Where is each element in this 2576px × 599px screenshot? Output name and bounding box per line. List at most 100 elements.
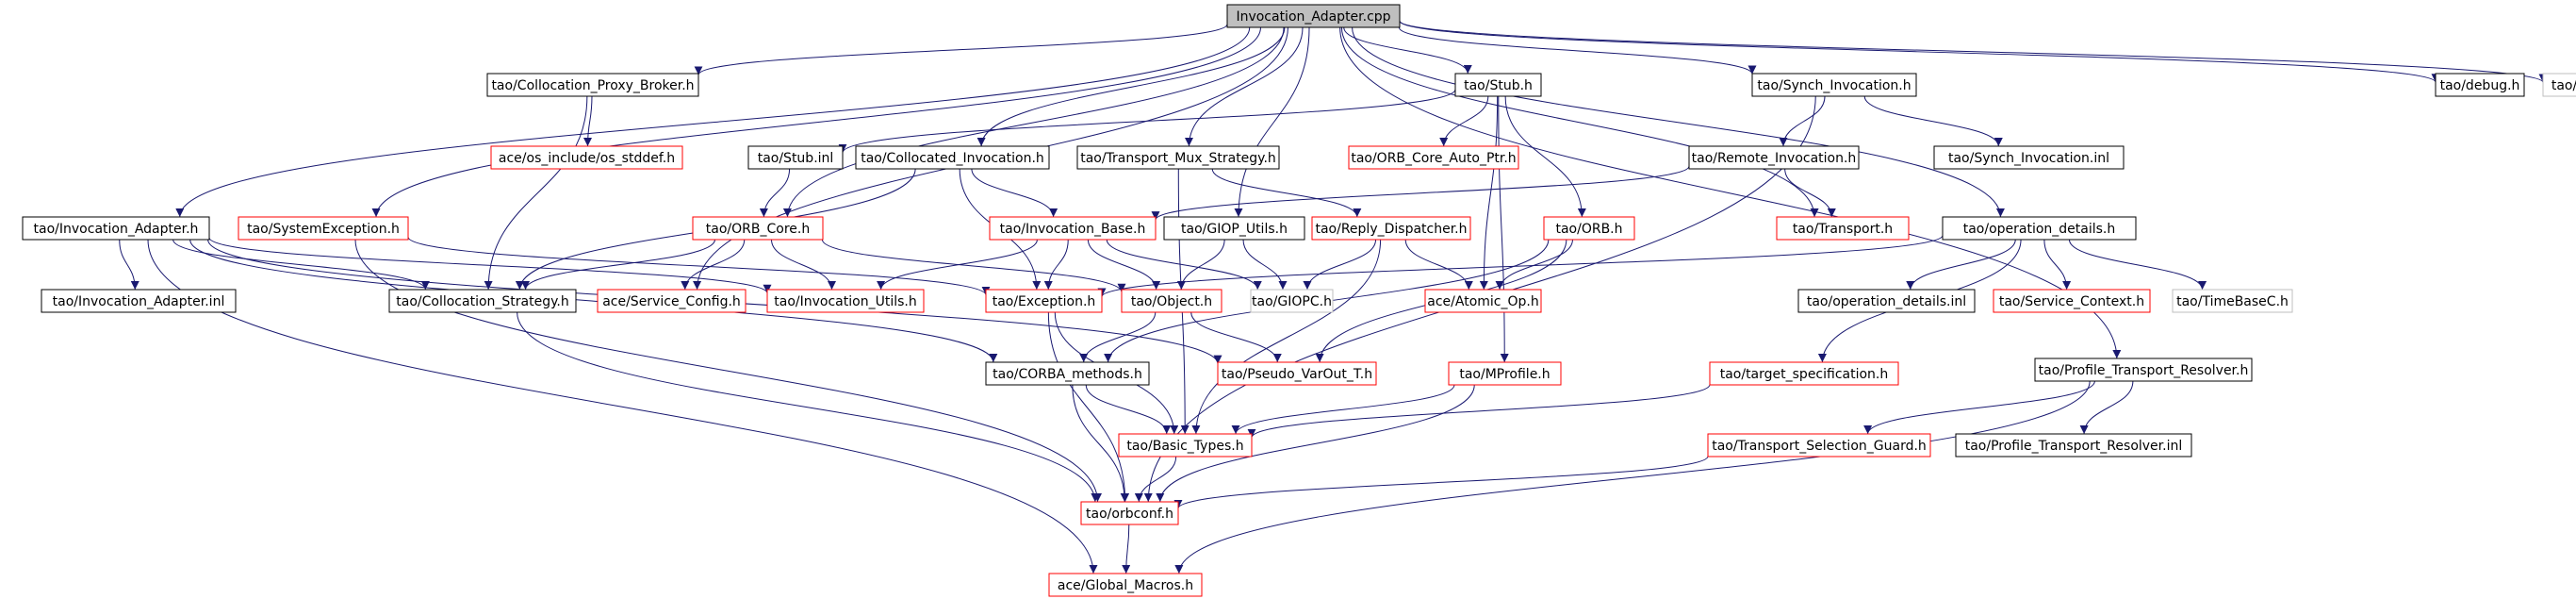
edge-ia-to-corbam [189,239,998,363]
node-synch-label: tao/Synch_Invocation.h [1757,78,1911,93]
node-svcctx-label: tao/Service_Context.h [1999,294,2144,309]
edge-root-to-debug [1399,20,2440,83]
node-tms-label: tao/Transport_Mux_Strategy.h [1080,151,1276,166]
node-exc[interactable]: tao/Exception.h [985,289,1103,313]
edge-stubh-to-orbh [1504,95,1586,218]
node-orbcore-label: tao/ORB_Core.h [706,222,810,237]
node-sysex-label: tao/SystemException.h [247,222,400,237]
node-svcconf[interactable]: ace/Service_Config.h [597,289,747,313]
node-tms[interactable]: tao/Transport_Mux_Strategy.h [1076,145,1280,170]
node-stubh[interactable]: tao/Stub.h [1454,73,1542,97]
node-ptr[interactable]: tao/Profile_Transport_Resolver.h [2034,358,2253,382]
edge-tspec-to-basic [1247,384,1711,439]
node-iainl[interactable]: tao/Invocation_Adapter.inl [41,289,237,313]
node-svcctx-box [1993,289,2151,313]
node-gmacros-label: ace/Global_Macros.h [1058,578,1193,593]
node-debug[interactable]: tao/debug.h [2435,73,2525,97]
edge-sysex-to-exc [407,236,991,296]
edge-root-to-ia [175,26,1251,218]
node-transport-label: tao/Transport.h [1793,222,1893,237]
node-atomic-label: ace/Atomic_Op.h [1427,294,1538,309]
node-tspec-label: tao/target_specification.h [1720,367,1889,382]
node-taoc-label: tao/TAOC.h [2551,78,2576,93]
edge-giopu-to-obj [1176,239,1225,291]
node-ptrinl[interactable]: tao/Profile_Transport_Resolver.inl [1955,433,2192,458]
node-corbam[interactable]: tao/CORBA_methods.h [985,361,1150,386]
node-ptrinl-label: tao/Profile_Transport_Resolver.inl [1965,439,2183,454]
edge-ptr-to-tsg [1863,380,2095,435]
node-collinv[interactable]: tao/Collocated_Invocation.h [855,145,1050,170]
node-invutils[interactable]: tao/Invocation_Utils.h [766,289,925,313]
edge-synch-to-remote [1779,95,1826,147]
node-invbase-box [989,216,1157,241]
edge-reply-to-atomic [1404,239,1473,291]
node-stubinl[interactable]: tao/Stub.inl [747,145,844,170]
node-orbcap-box [1348,145,1519,170]
edge-mprof-to-orbconf [1156,384,1475,503]
node-transport[interactable]: tao/Transport.h [1776,216,1910,241]
node-synch-box [1751,73,1917,97]
node-opdet-box [1942,216,2137,241]
node-ia[interactable]: tao/Invocation_Adapter.h [22,216,210,241]
edge-ptr-to-ptrinl [2079,380,2134,435]
node-atomic[interactable]: ace/Atomic_Op.h [1424,289,1542,313]
node-opdet-label: tao/operation_details.h [1963,222,2116,237]
node-obj[interactable]: tao/Object.h [1121,289,1222,313]
node-reply[interactable]: tao/Reply_Dispatcher.h [1311,216,1471,241]
edge-stubh-to-mprof [1498,95,1509,363]
node-tsg[interactable]: tao/Transport_Selection_Guard.h [1707,433,1931,458]
node-orbconf-label: tao/orbconf.h [1086,507,1173,522]
node-corbam-box [985,361,1150,386]
edge-stubh-to-orbcap [1439,95,1489,147]
node-orbh[interactable]: tao/ORB.h [1543,216,1635,241]
node-opdetinl[interactable]: tao/operation_details.inl [1797,289,1976,313]
node-giopu-box [1163,216,1305,241]
node-mprof[interactable]: tao/MProfile.h [1448,361,1562,386]
node-cpb[interactable]: tao/Collocation_Proxy_Broker.h [486,73,699,97]
node-remote[interactable]: tao/Remote_Invocation.h [1688,145,1860,170]
edge-root-to-sysex [371,26,1261,218]
node-obj-label: tao/Object.h [1131,294,1212,309]
node-pvar[interactable]: tao/Pseudo_VarOut_T.h [1217,361,1377,386]
node-orbconf[interactable]: tao/orbconf.h [1080,501,1179,525]
node-giopu[interactable]: tao/GIOP_Utils.h [1163,216,1305,241]
node-collstrat-box [388,289,577,313]
edge-obj-to-corbam [1079,311,1157,363]
edge-root-to-cpb [694,24,1228,75]
node-taoc: tao/TAOC.h [2542,73,2576,97]
node-sysex-box [238,216,409,241]
node-atomic-box [1424,289,1542,313]
node-pvar-label: tao/Pseudo_VarOut_T.h [1222,367,1372,382]
node-svcctx[interactable]: tao/Service_Context.h [1993,289,2151,313]
edge-ia-to-invutils [208,237,772,294]
node-collinv-label: tao/Collocated_Invocation.h [861,151,1044,166]
node-orbh-label: tao/ORB.h [1555,222,1622,237]
edge-exc-to-orbconf [1047,311,1130,503]
node-synchinl[interactable]: tao/Synch_Invocation.inl [1933,145,2125,170]
node-orbcap-label: tao/ORB_Core_Auto_Ptr.h [1351,151,1516,166]
node-root-label: Invocation_Adapter.cpp [1236,9,1390,25]
node-invbase[interactable]: tao/Invocation_Base.h [989,216,1157,241]
node-opdet[interactable]: tao/operation_details.h [1942,216,2137,241]
node-giopc-box [1250,289,1334,313]
node-gmacros[interactable]: ace/Global_Macros.h [1048,573,1203,597]
node-iainl-box [41,289,237,313]
node-root-box [1226,4,1401,28]
node-basic[interactable]: tao/Basic_Types.h [1118,433,1253,458]
edge-orbcore-to-obj [821,239,1126,292]
node-sysex[interactable]: tao/SystemException.h [238,216,409,241]
node-orbcore[interactable]: tao/ORB_Core.h [692,216,824,241]
node-opdetinl-box [1797,289,1976,313]
node-tspec[interactable]: tao/target_specification.h [1709,361,1899,386]
node-synch[interactable]: tao/Synch_Invocation.h [1751,73,1917,97]
edge-opdet-to-svcctx [2043,239,2072,291]
node-svcconf-box [597,289,747,313]
node-mprof-label: tao/MProfile.h [1459,367,1550,382]
node-osstd[interactable]: ace/os_include/os_stddef.h [490,145,683,170]
node-collstrat[interactable]: tao/Collocation_Strategy.h [388,289,577,313]
edge-cpb-to-collstrat [484,95,588,291]
node-orbcap[interactable]: tao/ORB_Core_Auto_Ptr.h [1348,145,1519,170]
node-ptr-box [2034,358,2253,382]
node-exc-label: tao/Exception.h [993,294,1096,309]
